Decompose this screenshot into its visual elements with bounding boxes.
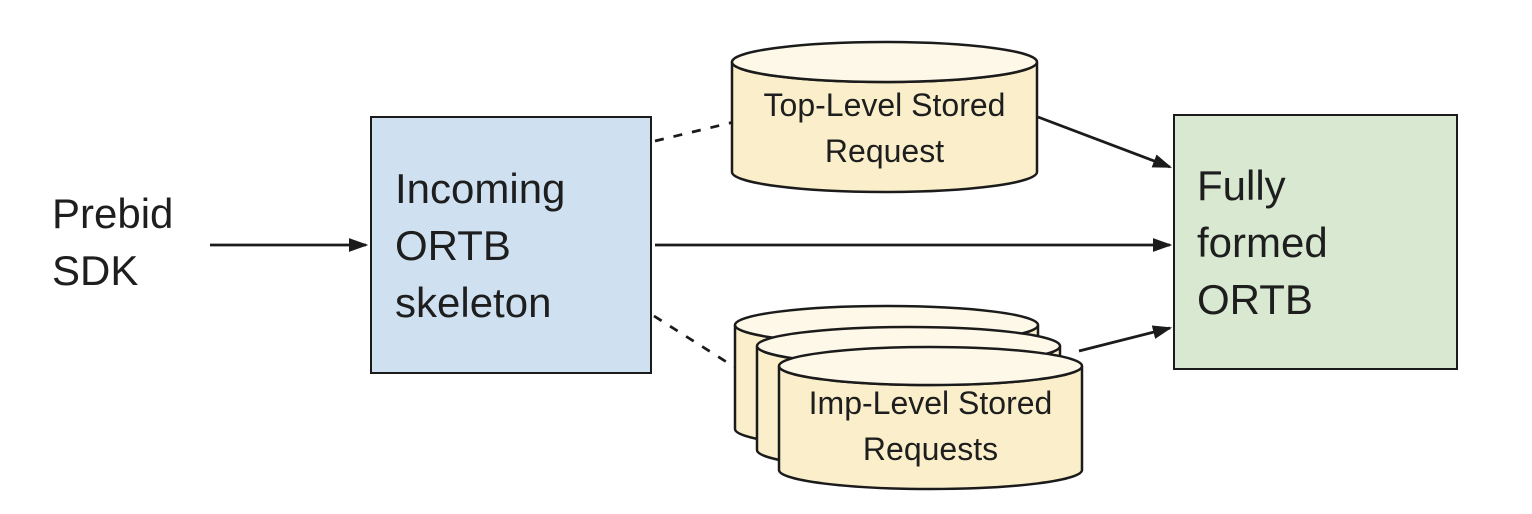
dashed-link-incoming-to-imp-level bbox=[653, 314, 737, 370]
label-line: ORTB bbox=[1197, 275, 1313, 323]
cylinder-top bbox=[777, 345, 1084, 387]
label-line: SDK bbox=[52, 247, 139, 294]
top-level-stored-request-label: Top-Level Stored Request bbox=[732, 82, 1037, 174]
label-line: Imp-Level Stored bbox=[808, 385, 1053, 421]
label-line: ORTB bbox=[395, 221, 511, 269]
cylinder-top bbox=[730, 40, 1039, 84]
label-line: formed bbox=[1197, 218, 1328, 266]
imp-level-stored-requests-label: Imp-Level Stored Requests bbox=[779, 380, 1082, 472]
dashed-link-incoming-to-top-level bbox=[654, 120, 735, 143]
label-line: Fully bbox=[1197, 161, 1286, 209]
label-line: Prebid bbox=[52, 190, 174, 237]
arrow-imp-level-to-fully-formed bbox=[1078, 325, 1173, 353]
incoming-ortb-skeleton-box: Incoming ORTB skeleton bbox=[370, 116, 652, 374]
prebid-sdk-label: Prebid SDK bbox=[52, 185, 222, 299]
label-line: Requests bbox=[862, 431, 999, 467]
fully-formed-ortb-box: Fully formed ORTB bbox=[1173, 114, 1458, 370]
label-line: skeleton bbox=[395, 278, 552, 326]
stack-cylinder-front bbox=[777, 345, 1084, 491]
label-line: Request bbox=[824, 133, 945, 169]
top-level-stored-request-cylinder bbox=[730, 40, 1039, 194]
arrow-top-level-to-fully-formed bbox=[1037, 115, 1173, 169]
label-line: Incoming bbox=[395, 164, 566, 212]
label-line: Top-Level Stored bbox=[763, 87, 1006, 123]
imp-level-stored-requests-cylinder-stack bbox=[733, 304, 1084, 491]
